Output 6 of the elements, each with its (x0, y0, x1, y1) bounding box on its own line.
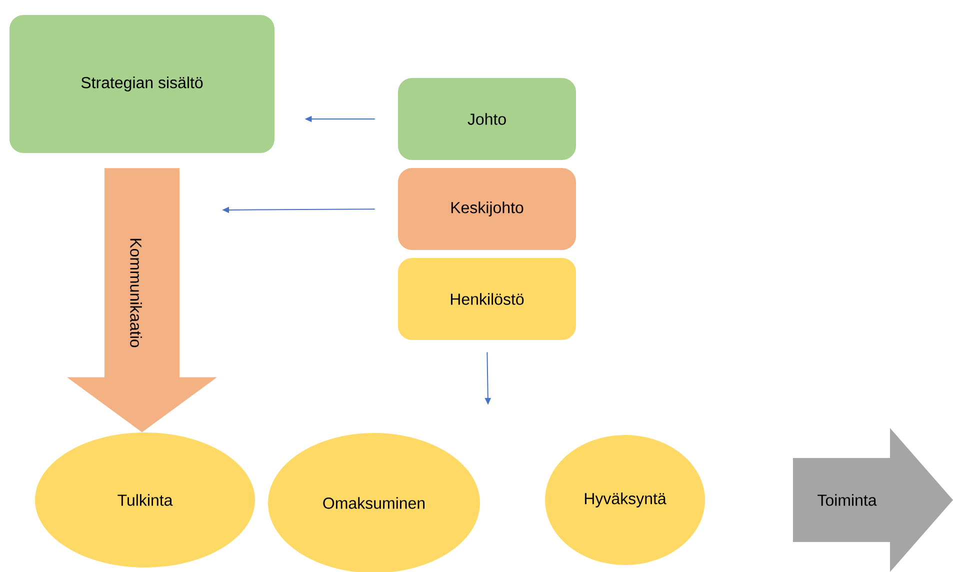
block-arrow (67, 168, 217, 432)
rounded-box: Henkilöstö (398, 258, 576, 340)
rounded-box: Keskijohto (398, 168, 576, 250)
rounded-box: Strategian sisältö (10, 15, 274, 153)
rounded-box: Johto (398, 78, 576, 160)
edge-label: Kommunikaatio (129, 236, 143, 349)
